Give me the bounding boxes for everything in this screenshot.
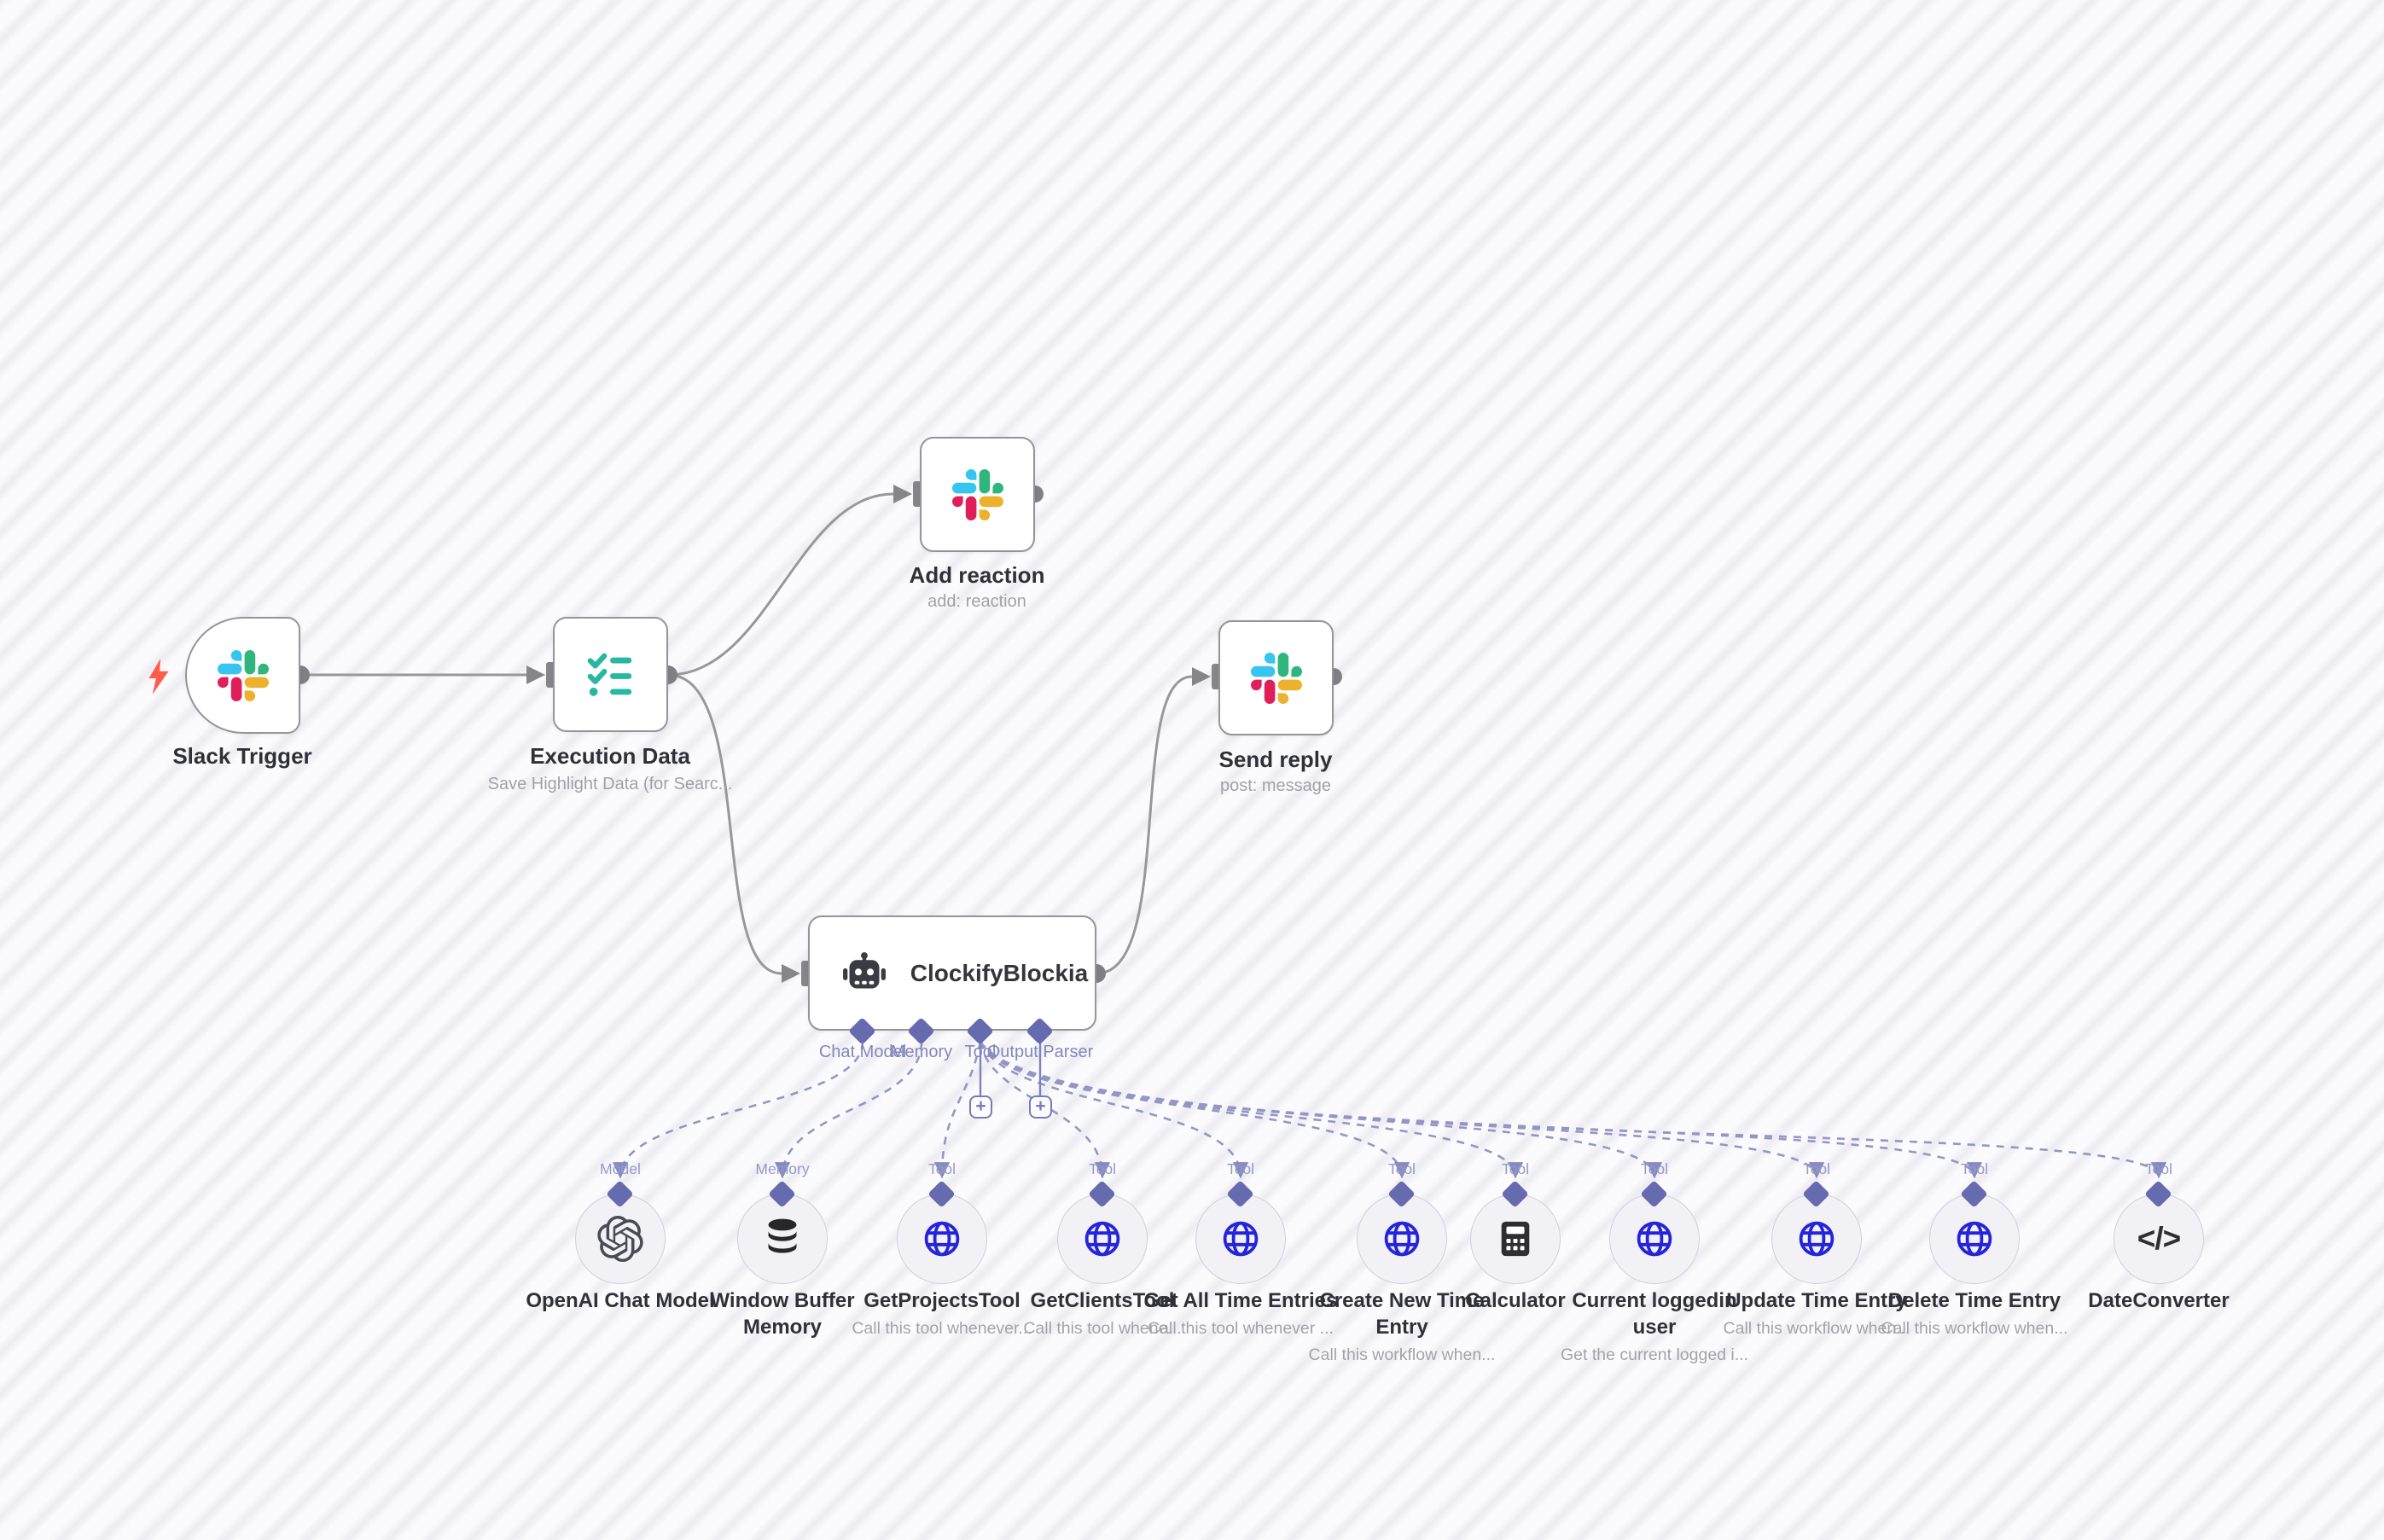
slack-icon: [217, 649, 269, 701]
port-label: Tool: [2144, 1160, 2173, 1177]
node-subtitle-add-reaction: add: reaction: [927, 592, 1026, 611]
agent-port-label-chat-model: Chat Model: [818, 1043, 907, 1061]
node-clockifyblockia-agent[interactable]: ClockifyBlockia: [808, 915, 1096, 1031]
tool-label: Get All Time Entries: [1143, 1289, 1338, 1312]
node-label-execution-data: Execution Data: [530, 743, 690, 769]
port-label: Tool: [1640, 1160, 1669, 1177]
slack-icon: [951, 468, 1003, 520]
database-icon: [768, 1218, 797, 1253]
node-label-send-reply: Send reply: [1218, 747, 1333, 772]
tool-circle[interactable]: [1057, 1194, 1148, 1284]
output-connectors[interactable]: [291, 485, 1342, 983]
tool-subtitle: Call this tool whenever ...: [1148, 1319, 1334, 1338]
tool-label: DateConverter: [2088, 1289, 2230, 1312]
tool-subtitle: Call this workflow when...: [1881, 1319, 2068, 1338]
tool-label: Calculator: [1465, 1289, 1566, 1312]
robot-icon: [842, 951, 886, 988]
checklist-icon: [587, 653, 631, 696]
node-execution-data[interactable]: [553, 617, 668, 732]
port-label: Tool: [1802, 1160, 1831, 1177]
tool-label: Update Time Entry: [1726, 1289, 1907, 1312]
node-label-slack-trigger: Slack Trigger: [172, 743, 312, 769]
solid-connections[interactable]: [300, 492, 1193, 975]
tool-circle[interactable]: [1609, 1194, 1700, 1284]
port-label: Memory: [755, 1160, 810, 1177]
tool-label: GetProjectsTool: [863, 1289, 1020, 1312]
calculator-icon: [1501, 1221, 1530, 1257]
tool-subtitle: Call this tool whene...: [1023, 1319, 1182, 1338]
tool-label: Create New Time Entry: [1319, 1289, 1485, 1339]
globe-icon: [1084, 1221, 1120, 1257]
openai-icon: [597, 1216, 643, 1262]
lightning-icon: [148, 659, 169, 694]
port-label: Tool: [1088, 1160, 1117, 1177]
node-send-reply[interactable]: [1218, 620, 1334, 735]
globe-icon: [1957, 1221, 1992, 1257]
tool-subtitle: Call this workflow when...: [1308, 1345, 1496, 1364]
input-connectors: [526, 481, 1220, 986]
port-label: Tool: [1960, 1160, 1989, 1177]
slack-icon: [1250, 652, 1302, 704]
agent-port-label-tool: Tool: [964, 1043, 997, 1061]
tool-circle[interactable]: [897, 1194, 987, 1284]
tool-subtitle: Get the current logged i...: [1560, 1345, 1749, 1364]
node-slack-trigger[interactable]: [185, 617, 300, 734]
agent-port-label-memory: Memory: [890, 1043, 953, 1061]
port-label: Tool: [1387, 1160, 1416, 1177]
tool-label: Window Buffer Memory: [710, 1289, 855, 1339]
code-icon: </>: [2137, 1221, 2181, 1256]
tool-label: GetClientsTool: [1030, 1289, 1175, 1312]
add-output-parser-button[interactable]: +: [1029, 1095, 1052, 1119]
globe-icon: [1799, 1221, 1835, 1257]
tool-label: Delete Time Entry: [1887, 1289, 2061, 1312]
globe-icon: [1637, 1221, 1672, 1257]
node-label-add-reaction: Add reaction: [909, 562, 1045, 588]
tool-label: Current loggedin user: [1572, 1289, 1737, 1339]
agent-port-label-output-parser: Output Parser: [986, 1043, 1094, 1061]
globe-icon: [924, 1221, 960, 1257]
port-label: Tool: [1226, 1160, 1255, 1177]
port-label: Tool: [1501, 1160, 1530, 1177]
node-subtitle-execution-data: Save Highlight Data (for Searc...: [487, 775, 733, 793]
tool-circle[interactable]: [1771, 1194, 1862, 1284]
tool-subtitle: Call this workflow when...: [1723, 1319, 1910, 1338]
node-subtitle-send-reply: post: message: [1219, 776, 1332, 795]
tool-circle[interactable]: [1357, 1194, 1447, 1284]
tool-circle[interactable]: </>: [2114, 1194, 2204, 1284]
add-tool-button[interactable]: +: [969, 1095, 992, 1119]
tool-label: OpenAI Chat Model: [526, 1289, 715, 1312]
dashed-connections[interactable]: [612, 1041, 2166, 1179]
plus-endpoint-lines: [979, 1042, 1042, 1096]
globe-icon: [1223, 1221, 1259, 1257]
tool-circle[interactable]: [575, 1194, 666, 1284]
tool-circle[interactable]: [737, 1194, 828, 1284]
agent-title: ClockifyBlockia: [910, 959, 1089, 986]
globe-icon: [1384, 1221, 1420, 1257]
tool-subtitle: Call this tool whenever...: [852, 1319, 1032, 1338]
node-add-reaction[interactable]: [920, 437, 1035, 552]
port-label: Model: [600, 1160, 641, 1177]
tool-circle[interactable]: [1195, 1194, 1286, 1284]
port-label: Tool: [927, 1160, 957, 1177]
tool-circle[interactable]: [1929, 1194, 2020, 1284]
tool-circle[interactable]: [1470, 1194, 1561, 1284]
